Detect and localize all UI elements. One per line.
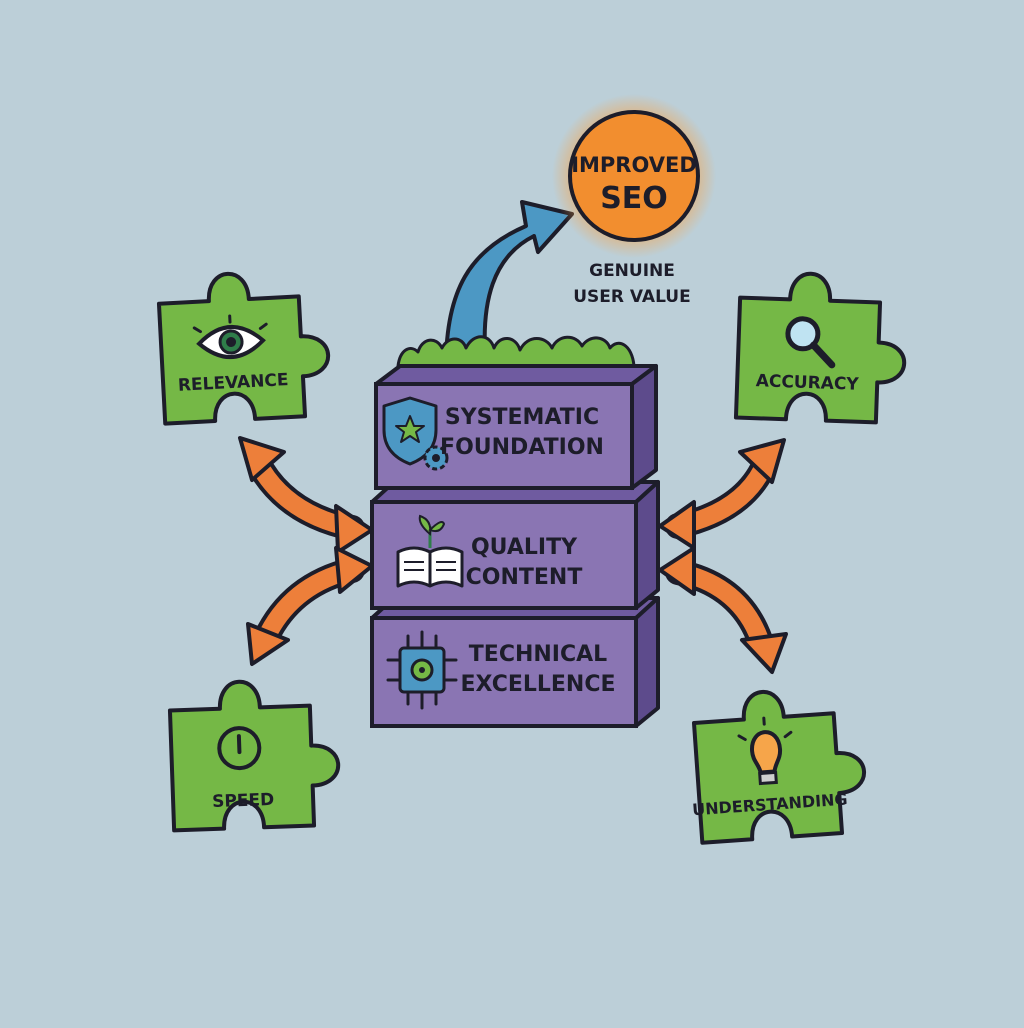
shield-star-gear-icon [382,396,449,471]
layer-quality-content: QUALITY CONTENT [370,480,660,610]
outcome-title-line2: SEO [600,181,668,216]
outcome-caption-line1: GENUINE [589,261,675,281]
magnifier-icon [785,316,836,369]
puzzle-label-speed: SPEED [212,790,275,812]
layer-title-line1: SYSTEMATIC [445,405,599,430]
puzzle-piece-understanding: UNDERSTANDING [690,683,871,845]
grass-tuft [396,335,636,368]
connector-arrow-speed [246,546,374,666]
outcome-badge: IMPROVED SEO [552,94,716,258]
layer-title-line1: QUALITY [471,535,578,560]
outcome-title-line1: IMPROVED [571,153,697,177]
circuit-chip-gear-icon [386,630,458,710]
clock-icon [217,726,262,771]
layer-systematic-foundation: SYSTEMATIC FOUNDATION [374,200,658,490]
connector-arrow-relevance [238,436,374,554]
layer-title-line2: EXCELLENCE [460,672,615,697]
puzzle-piece-accuracy: ACCURACY [736,271,907,423]
puzzle-piece-relevance: RELEVANCE [158,269,332,424]
layer-title-line2: CONTENT [466,565,583,590]
layer-title-line1: TECHNICAL [469,642,607,667]
lightbulb-icon [737,716,793,786]
eye-icon [192,314,268,360]
connector-arrow-understanding [658,546,788,674]
puzzle-piece-speed: SPEED [169,678,340,830]
connector-arrow-accuracy [658,438,786,550]
outcome-caption-line2: USER VALUE [573,287,690,307]
layer-technical-excellence: TECHNICAL EXCELLENCE [370,596,660,728]
open-book-sprout-icon [396,514,464,588]
layer-title-line2: FOUNDATION [440,435,604,460]
puzzle-label-accuracy: ACCURACY [755,371,859,395]
